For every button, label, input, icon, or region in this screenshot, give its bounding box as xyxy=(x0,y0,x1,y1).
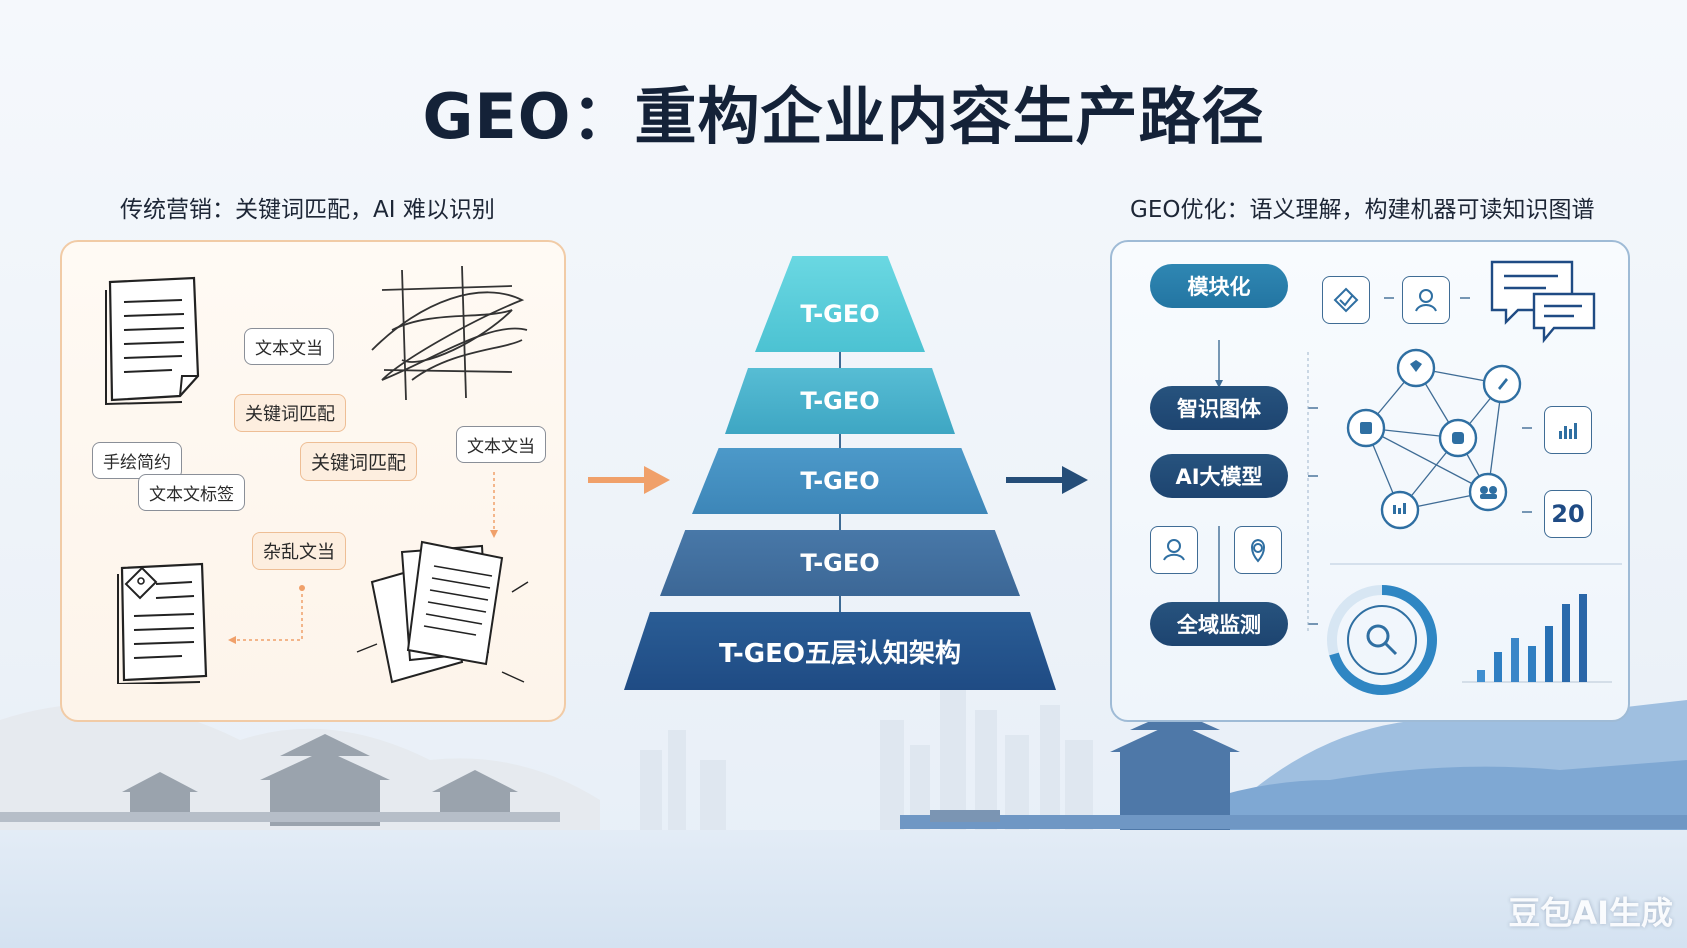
ai-generated-watermark: 豆包AI生成 xyxy=(1508,894,1673,932)
arrow-right-orange xyxy=(588,466,670,494)
geo-optimization-panel: 模块化 智识图体 AI大模型 全域监测 20 xyxy=(1110,240,1630,722)
location-user-icon xyxy=(1150,526,1198,574)
left-subtitle: 传统营销：关键词匹配，AI 难以识别 xyxy=(120,197,495,223)
tag-hand-drawn: 手绘简约 xyxy=(92,442,182,479)
messy-papers-icon xyxy=(356,540,529,684)
tag-text-label: 文本文标签 xyxy=(138,474,245,511)
pyramid-tier-3-label: T-GEO xyxy=(800,467,880,495)
scribble-sketch-icon xyxy=(371,265,528,401)
city-skyline-background xyxy=(0,690,1687,948)
pyramid-tier-3: T-GEO xyxy=(692,448,988,514)
pyramid-tier-4: T-GEO xyxy=(660,530,1020,596)
pipeline-ai-model: AI大模型 xyxy=(1150,454,1288,498)
pyramid-tier-5-label: T-GEO五层认知架构 xyxy=(719,638,961,669)
user-profile-icon xyxy=(1402,276,1450,324)
tag-text-doc-2: 文本文当 xyxy=(456,426,546,463)
pipeline-monitoring: 全域监测 xyxy=(1150,602,1288,646)
right-connectors xyxy=(1215,297,1622,695)
tag-keyword-match-2: 关键词匹配 xyxy=(300,442,418,481)
tagged-document-icon xyxy=(117,562,208,684)
pyramid-tier-2: T-GEO xyxy=(725,368,955,434)
metric-value-box: 20 xyxy=(1544,490,1592,538)
right-subtitle: GEO优化：语义理解，构建机器可读知识图谱 xyxy=(1130,197,1595,223)
bar-chart-icon xyxy=(1462,594,1612,683)
chat-bubbles-icon xyxy=(1490,260,1596,344)
pyramid-tier-1-label: T-GEO xyxy=(800,300,880,328)
pyramid-tier-1: T-GEO xyxy=(755,256,925,352)
page-title: GEO：重构企业内容生产路径 xyxy=(422,80,1265,153)
pipeline-knowledge-graph: 智识图体 xyxy=(1150,386,1288,430)
pyramid-tier-5: T-GEO五层认知架构 xyxy=(624,612,1056,690)
traditional-marketing-panel: 文本文当 关键词匹配 手绘简约 文本文标签 关键词匹配 文本文当 杂乱文当 xyxy=(60,240,566,722)
tag-text-doc: 文本文当 xyxy=(244,328,334,365)
document-icon xyxy=(105,276,200,406)
left-connectors xyxy=(228,472,498,644)
analytics-icon xyxy=(1544,406,1592,454)
tag-messy-doc: 杂乱文当 xyxy=(252,532,346,570)
metric-value: 20 xyxy=(1551,500,1585,528)
pyramid-tier-2-label: T-GEO xyxy=(800,387,880,415)
location-pin-icon xyxy=(1234,526,1282,574)
tag-keyword-match: 关键词匹配 xyxy=(234,394,346,432)
tgeo-pyramid: T-GEO T-GEO T-GEO T-GEO T-GEO五层认知架构 xyxy=(620,256,1060,696)
arrow-right-blue xyxy=(1006,466,1088,494)
pipeline-modular: 模块化 xyxy=(1150,264,1288,308)
heart-shield-icon xyxy=(1322,276,1370,324)
pyramid-tier-4-label: T-GEO xyxy=(800,549,880,577)
